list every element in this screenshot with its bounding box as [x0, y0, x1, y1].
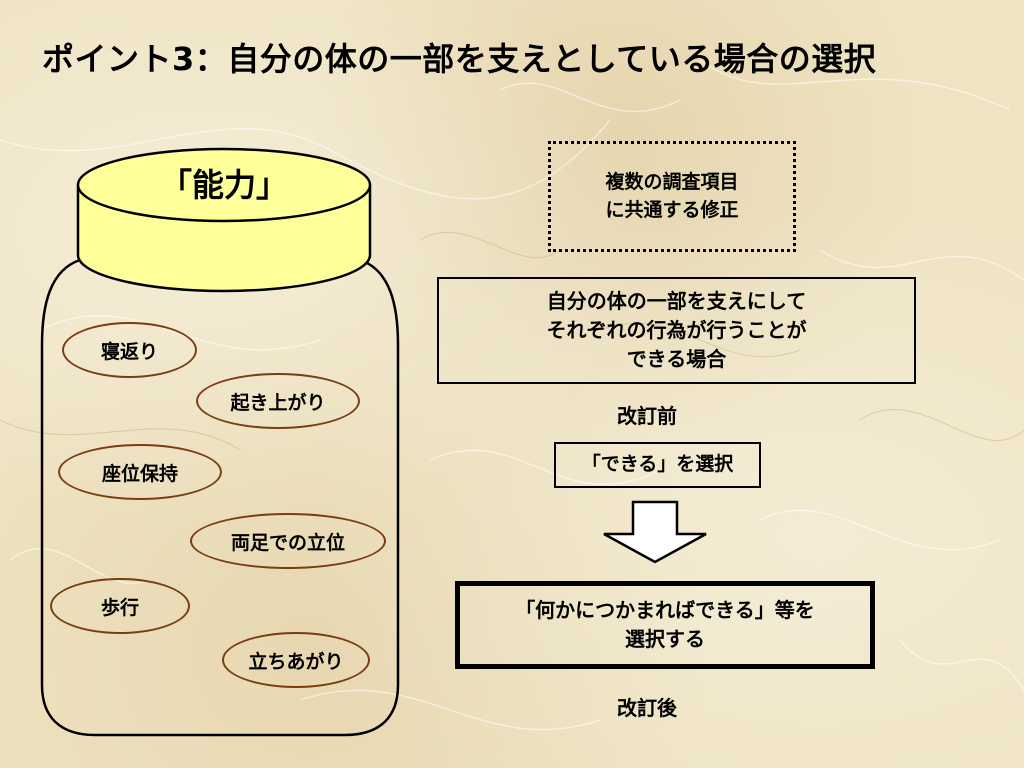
ability-item: 起き上がり — [196, 373, 360, 429]
page-title: ポイント3：自分の体の一部を支えとしている場合の選択 — [42, 40, 877, 78]
ability-jar — [40, 147, 400, 737]
ability-item: 寝返り — [62, 322, 197, 378]
ability-item: 両足での立位 — [190, 513, 386, 569]
condition-box: 自分の体の一部を支えにして それぞれの行為が行うことが できる場合 — [437, 277, 916, 384]
down-arrow-icon — [603, 500, 707, 564]
after-choice-box: 「何かにつかまればできる」等を 選択する — [455, 581, 875, 669]
jar-label: 「能力」 — [159, 166, 288, 204]
before-choice-box: 「できる」を選択 — [554, 442, 761, 488]
ability-item: 立ちあがり — [222, 632, 370, 688]
ability-item: 座位保持 — [58, 444, 222, 500]
common-revision-note: 複数の調査項目 に共通する修正 — [548, 141, 796, 252]
ability-item: 歩行 — [50, 578, 190, 634]
after-revision-label: 改訂後 — [617, 696, 677, 720]
before-revision-label: 改訂前 — [617, 404, 677, 428]
